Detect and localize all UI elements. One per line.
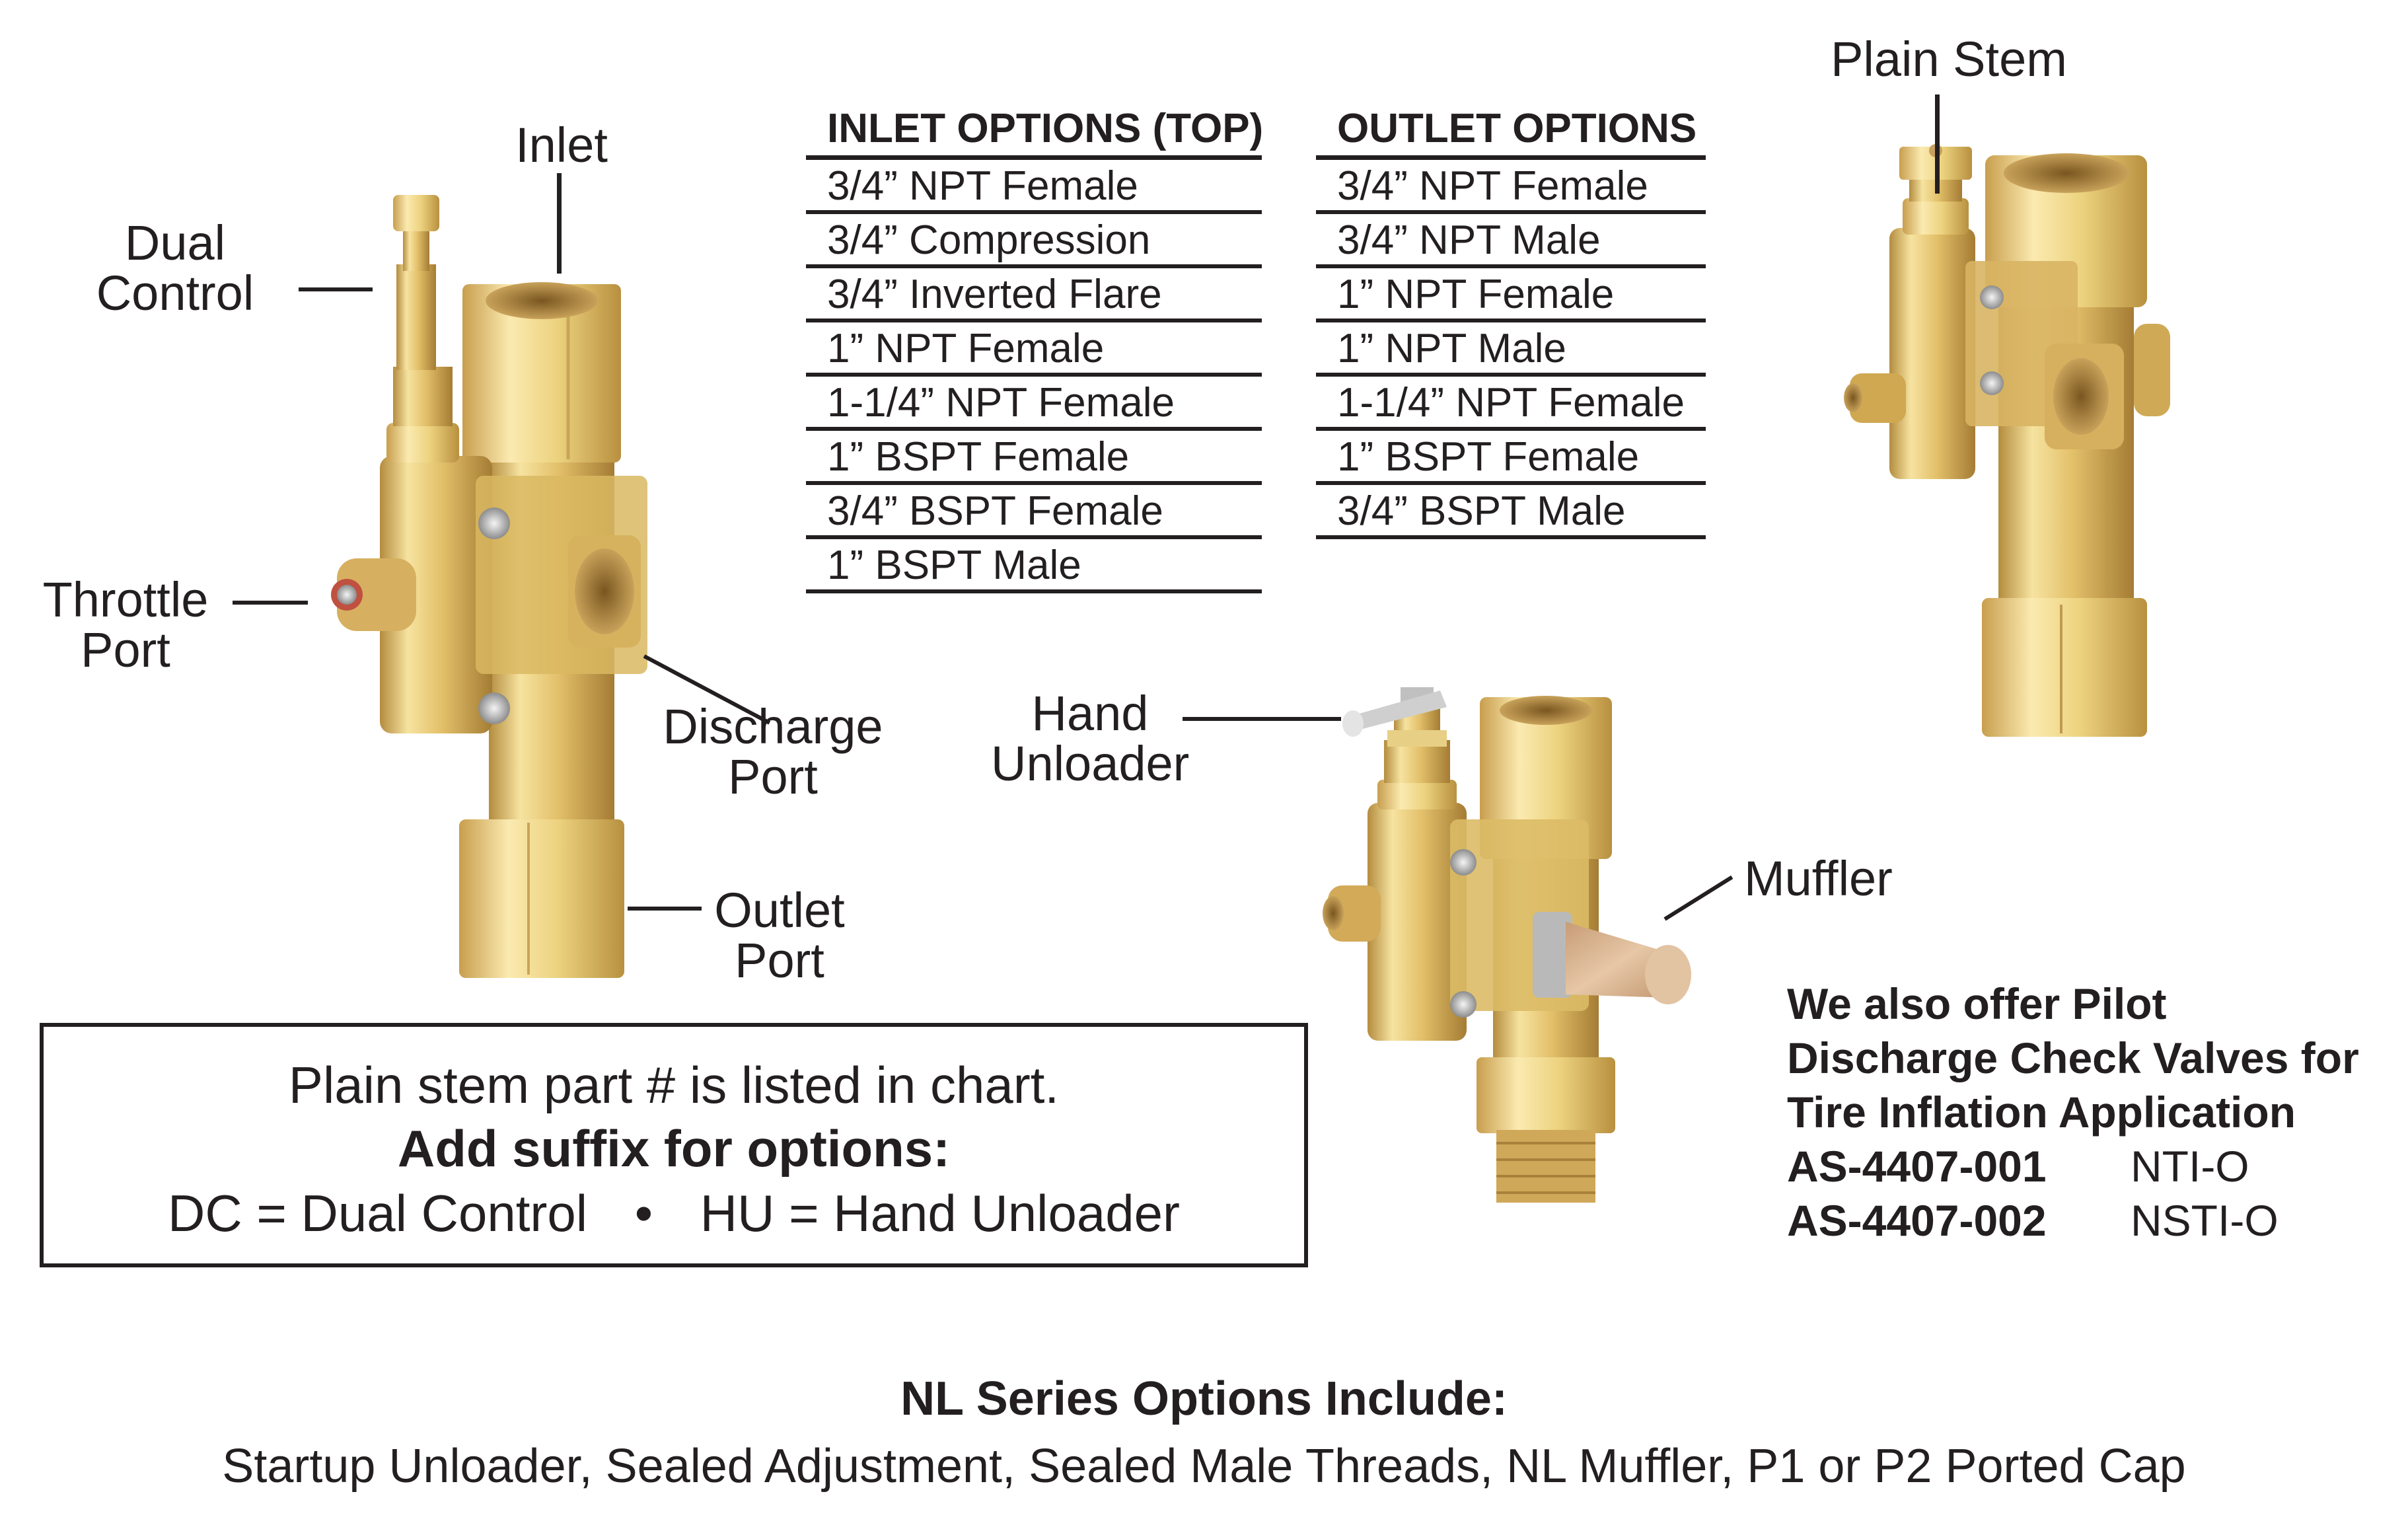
inlet-option-row: 1” BSPT Male (806, 539, 1262, 593)
pilot-valve-offer: We also offer Pilot Discharge Check Valv… (1787, 977, 2359, 1248)
valve-middle-drawing (1323, 687, 1691, 1203)
inlet-option-row: 3/4” Inverted Flare (806, 268, 1262, 322)
label-inlet: Inlet (515, 118, 608, 172)
inlet-options-title: INLET OPTIONS (TOP) (806, 102, 1263, 160)
part-model: NSTI-O (2131, 1196, 2279, 1245)
leader-line-plain-stem (1935, 94, 1940, 194)
label-hand-unloader-line2: Unloader (991, 736, 1190, 791)
label-muffler: Muffler (1744, 851, 1893, 906)
outlet-option-row: 1” NPT Male (1316, 322, 1706, 377)
outlet-option-row: 1” BSPT Female (1316, 431, 1706, 485)
label-discharge-port-line1: Discharge (663, 699, 883, 754)
footer-title: NL Series Options Include: (900, 1372, 1508, 1425)
suffix-dc: DC = Dual Control (168, 1184, 588, 1242)
part-model: NTI-O (2131, 1142, 2249, 1191)
label-plain-stem: Plain Stem (1831, 32, 2067, 87)
suffix-info-box: Plain stem part # is listed in chart. Ad… (40, 1023, 1308, 1267)
leader-line-hand-unloader (1183, 717, 1341, 721)
outlet-options-table: OUTLET OPTIONS 3/4” NPT Female 3/4” NPT … (1316, 102, 1706, 539)
footer-options: NL Series Options Include: Startup Unloa… (0, 1369, 2408, 1496)
inlet-option-row: 3/4” NPT Female (806, 160, 1262, 214)
part-number: AS-4407-001 (1787, 1142, 2047, 1191)
outlet-option-row: 1” NPT Female (1316, 268, 1706, 322)
suffix-hu: HU = Hand Unloader (700, 1184, 1180, 1242)
label-hand-unloader-line1: Hand (1031, 686, 1149, 741)
suffix-box-codes: DC = Dual Control • HU = Hand Unloader (44, 1180, 1304, 1246)
inlet-option-row: 3/4” Compression (806, 214, 1262, 268)
label-outlet-port-line1: Outlet (714, 883, 845, 938)
leader-line-outlet-port (628, 907, 702, 911)
outlet-option-row: 3/4” NPT Female (1316, 160, 1706, 214)
footer-options-list: Startup Unloader, Sealed Adjustment, Sea… (222, 1440, 2186, 1493)
outlet-option-row: 1-1/4” NPT Female (1316, 377, 1706, 431)
suffix-box-line1: Plain stem part # is listed in chart. (288, 1056, 1060, 1114)
label-throttle-port-line1: Throttle (42, 572, 209, 627)
outlet-options-title: OUTLET OPTIONS (1316, 102, 1706, 160)
inlet-options-table: INLET OPTIONS (TOP) 3/4” NPT Female 3/4”… (806, 102, 1263, 593)
outlet-option-row: 3/4” NPT Male (1316, 214, 1706, 268)
inlet-option-row: 3/4” BSPT Female (806, 485, 1262, 539)
suffix-box-heading: Add suffix for options: (397, 1119, 951, 1178)
leader-line-throttle-port (233, 601, 308, 605)
pilot-offer-heading-line3: Tire Inflation Application (1787, 1088, 2296, 1137)
valve-left-drawing (331, 195, 647, 978)
label-discharge-port-line2: Port (728, 749, 818, 804)
leader-line-dual-control (299, 287, 373, 291)
valve-right-drawing (1844, 144, 2170, 737)
pilot-offer-heading-line1: We also offer Pilot (1787, 979, 2167, 1028)
label-dual-control-line2: Control (96, 266, 254, 320)
part-number: AS-4407-002 (1787, 1196, 2047, 1245)
outlet-option-row: 3/4” BSPT Male (1316, 485, 1706, 539)
inlet-option-row: 1-1/4” NPT Female (806, 377, 1262, 431)
pilot-part-row: AS-4407-002 NSTI-O (1787, 1193, 2359, 1248)
label-outlet-port-line2: Port (735, 933, 824, 988)
inlet-option-row: 1” BSPT Female (806, 431, 1262, 485)
leader-line-inlet (557, 173, 562, 274)
inlet-option-row: 1” NPT Female (806, 322, 1262, 377)
bullet-separator: • (634, 1184, 653, 1242)
label-dual-control-line1: Dual (124, 215, 226, 270)
label-throttle-port-line2: Port (81, 622, 170, 677)
pilot-offer-heading-line2: Discharge Check Valves for (1787, 1033, 2359, 1082)
pilot-part-row: AS-4407-001 NTI-O (1787, 1139, 2359, 1193)
